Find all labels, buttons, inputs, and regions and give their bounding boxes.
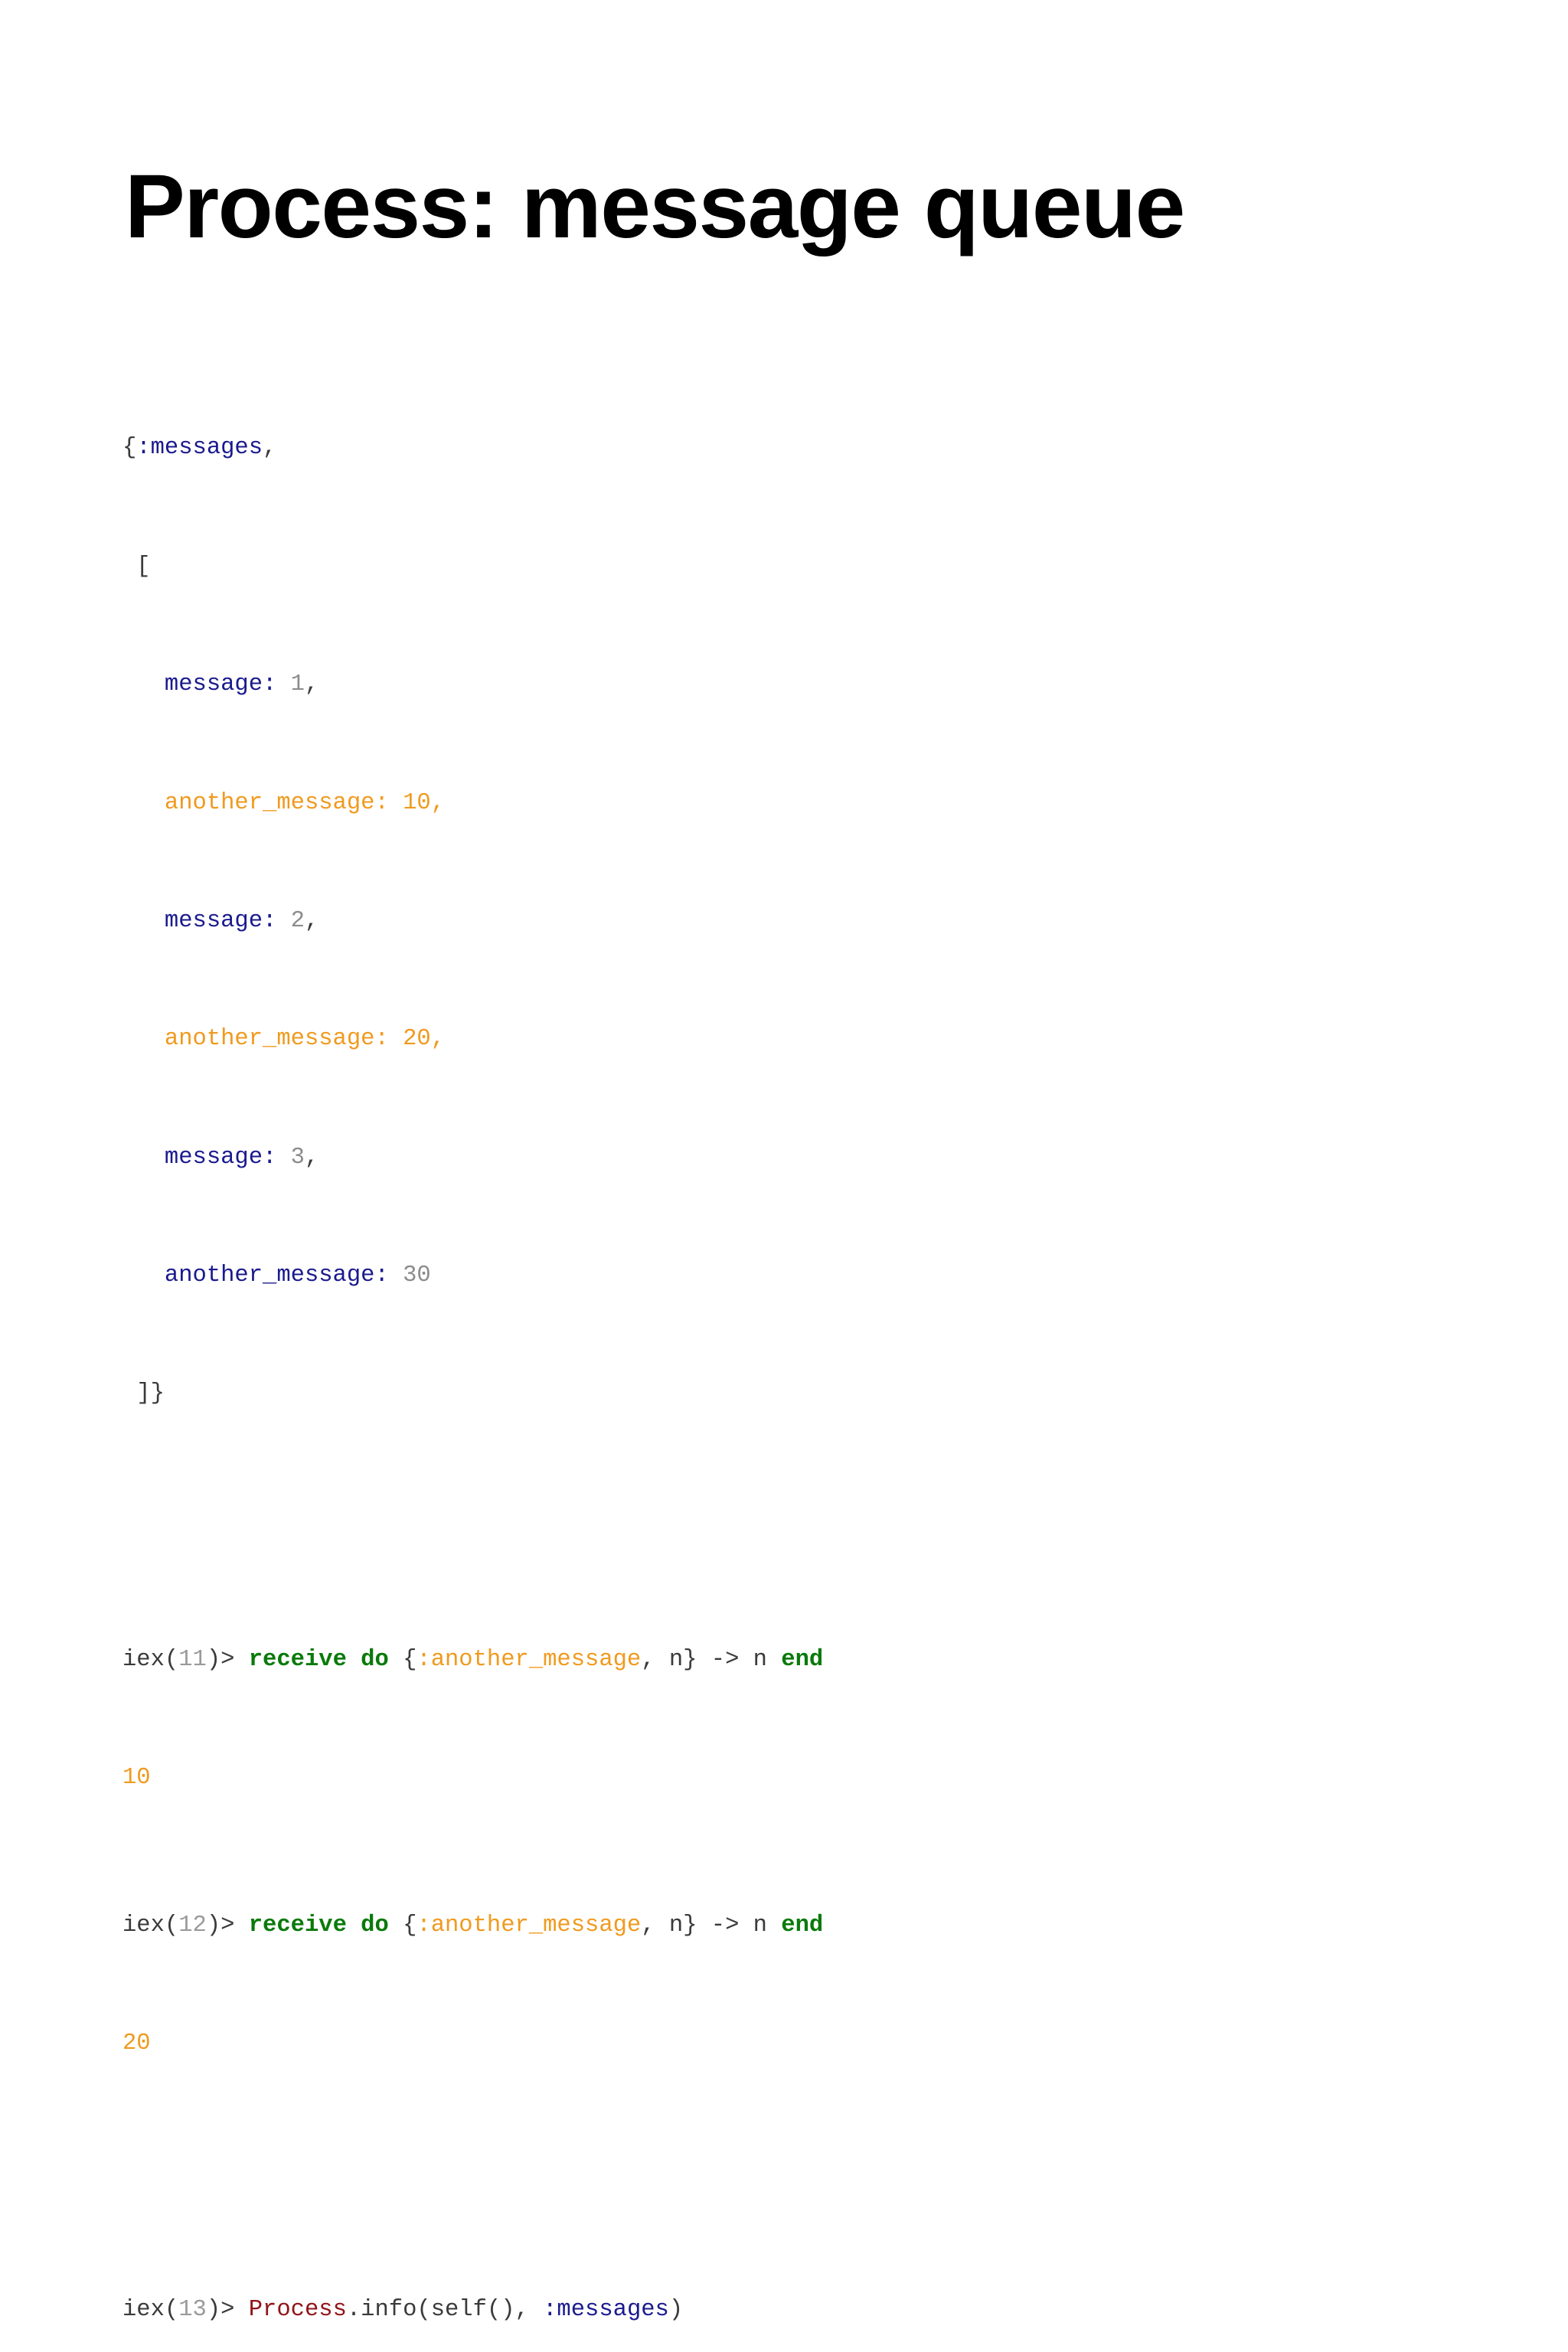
atom-another-message: :another_message xyxy=(416,1646,642,1673)
keyword-receive-do: receive do xyxy=(248,1646,389,1673)
module-process: Process xyxy=(248,2296,347,2323)
bracket-brace-close: ]} xyxy=(122,1380,165,1407)
prompt-suffix: )> xyxy=(206,1646,249,1673)
indent xyxy=(122,790,165,816)
prompt-number: 11 xyxy=(178,1646,207,1673)
function-call: .info(self(), xyxy=(346,2296,544,2323)
entry-key: another_message: xyxy=(164,1263,389,1289)
punct: { xyxy=(388,1913,417,1939)
paren-close: ) xyxy=(668,2296,684,2323)
entry-value: 3 xyxy=(276,1144,305,1171)
prompt-prefix: iex( xyxy=(122,2296,179,2323)
page-title: Process: message queue xyxy=(125,156,1185,258)
entry-key: message: xyxy=(164,671,277,698)
code-spacer xyxy=(122,1498,1187,1527)
entry-key: message: xyxy=(164,1144,277,1171)
bracket-open: [ xyxy=(122,553,151,580)
output-value: 20 xyxy=(122,2030,151,2057)
entry-key: another_message: xyxy=(164,1026,389,1053)
code-spacer xyxy=(122,2148,1187,2177)
indent xyxy=(122,1145,165,1171)
keyword-end: end xyxy=(781,1646,824,1673)
entry-comma: , xyxy=(430,1026,446,1053)
code-line-output-11: 10 xyxy=(122,1763,1187,1793)
code-line-entry-4: another_message: 20, xyxy=(122,1024,1187,1054)
entry-value: 20 xyxy=(388,1026,431,1053)
keyword-end: end xyxy=(781,1913,824,1939)
punct: , n} -> n xyxy=(641,1646,782,1673)
entry-comma: , xyxy=(304,907,319,934)
indent xyxy=(122,908,165,934)
code-line-entry-2: another_message: 10, xyxy=(122,789,1187,818)
entry-key: another_message: xyxy=(164,789,389,816)
indent xyxy=(122,1263,165,1289)
atom-another-message: :another_message xyxy=(416,1913,642,1939)
entry-comma: , xyxy=(430,789,446,816)
indent xyxy=(122,671,165,697)
prompt-prefix: iex( xyxy=(122,1646,179,1673)
code-line-iex-12: iex(12)> receive do {:another_message, n… xyxy=(122,1911,1187,1941)
entry-value: 30 xyxy=(388,1263,431,1289)
brace-open: { xyxy=(122,435,137,462)
entry-key: message: xyxy=(164,907,277,934)
entry-value: 2 xyxy=(276,907,305,934)
entry-value: 10 xyxy=(388,789,431,816)
entry-value: 1 xyxy=(276,671,305,698)
entry-comma: , xyxy=(304,1144,319,1171)
keyword-receive-do: receive do xyxy=(248,1913,389,1939)
prompt-prefix: iex( xyxy=(122,1913,179,1939)
prompt-suffix: )> xyxy=(206,2296,249,2323)
code-line-entry-3: message: 2, xyxy=(122,906,1187,936)
slide: Process: message queue {:messages, [ mes… xyxy=(122,156,1186,2323)
code-line-mailbox-open: {:messages, xyxy=(122,433,1187,463)
comma: , xyxy=(263,435,277,462)
entry-comma: , xyxy=(304,671,319,698)
prompt-number: 12 xyxy=(178,1913,207,1939)
punct: { xyxy=(388,1646,417,1673)
code-line-entry-6: another_message: 30 xyxy=(122,1261,1187,1291)
punct: , n} -> n xyxy=(641,1913,782,1939)
code-console-block: {:messages, [ message: 1, another_messag… xyxy=(122,315,1187,2352)
code-line-iex-13: iex(13)> Process.info(self(), :messages) xyxy=(122,2295,1187,2325)
code-line-iex-11: iex(11)> receive do {:another_message, n… xyxy=(122,1645,1187,1675)
code-line-bracket-open: [ xyxy=(122,552,1187,582)
indent xyxy=(122,1026,165,1052)
atom-messages: :messages xyxy=(136,435,263,462)
prompt-number: 13 xyxy=(178,2296,207,2323)
code-line-mailbox-close: ]} xyxy=(122,1379,1187,1409)
output-value: 10 xyxy=(122,1765,151,1792)
code-line-entry-1: message: 1, xyxy=(122,670,1187,700)
prompt-suffix: )> xyxy=(206,1913,249,1939)
code-line-output-12: 20 xyxy=(122,2029,1187,2059)
atom-messages: :messages xyxy=(543,2296,669,2323)
code-line-entry-5: message: 3, xyxy=(122,1143,1187,1173)
